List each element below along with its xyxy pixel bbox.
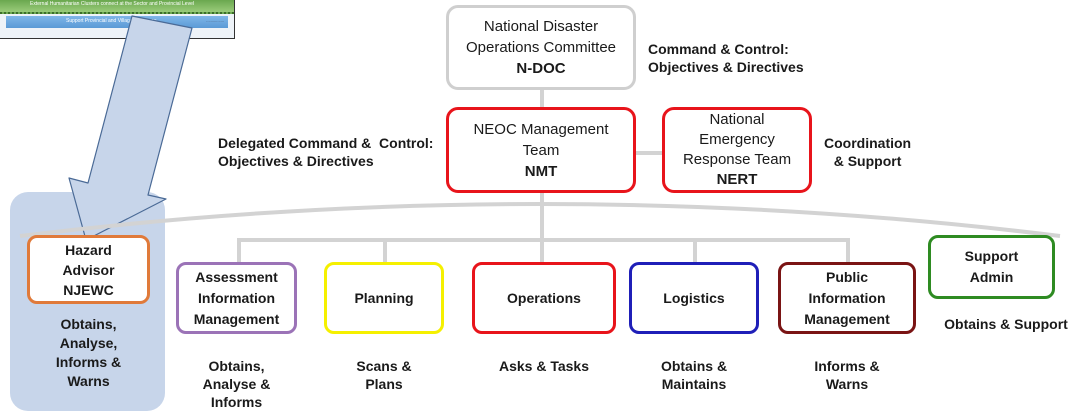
connector-drop-logistics (693, 240, 697, 262)
connector-drop-public-info (846, 240, 850, 262)
box-ndoc-name-1: National Disaster (483, 18, 599, 35)
connector-drop-assessment (237, 240, 241, 262)
assessment-caption: Obtains, Analyse & Informs (202, 358, 271, 410)
nert-side-label: Coordination & Support (824, 135, 912, 169)
box-nmt-name-1: NEOC Management (473, 120, 609, 138)
box-logistics: Logistics (629, 262, 759, 334)
support-admin-caption: Obtains & Support (944, 316, 1068, 332)
box-nmt-name-2: Team (522, 141, 560, 159)
box-hazard-advisor: Hazard Advisor NJEWC (27, 235, 150, 304)
logistics-caption: Obtains & Maintains (660, 358, 728, 392)
box-assessment: Assessment Information Management (176, 262, 297, 334)
box-planning: Planning (324, 262, 444, 334)
thumbnail-image: External Humanitarian Clusters connect a… (0, 0, 235, 39)
connector-top-to-nmt (540, 89, 544, 107)
box-operations: Operations (472, 262, 616, 334)
box-public-information: Public Information Management (778, 262, 916, 334)
box-nert-name-3: Response Team (682, 151, 792, 168)
box-nmt: NEOC Management Team NMT (446, 107, 636, 193)
operations-caption: Asks & Tasks (498, 358, 589, 374)
box-nert-name-2: Emergency (699, 131, 775, 148)
box-nert: National Emergency Response Team NERT (662, 107, 812, 193)
connector-arc-path (19, 202, 1061, 238)
box-ndoc-name-2: Operations Committee (465, 39, 617, 56)
connector-drop-planning (383, 240, 387, 262)
box-ndoc-code: N-DOC (516, 60, 566, 77)
connector-nmt-to-nert (636, 151, 662, 155)
connector-drop-operations (540, 240, 544, 262)
connector-nmt-down (540, 192, 544, 240)
box-nert-name-1: National (709, 111, 765, 128)
hazard-caption: Obtains, Analyse, Informs & Warns (55, 316, 122, 389)
public-information-caption: Informs & Warns (814, 358, 880, 392)
ndoc-side-label: Command & Control: Objectives & Directiv… (648, 41, 804, 75)
box-nert-code: NERT (716, 171, 758, 188)
thumbnail-row-clusters: External Humanitarian Clusters connect a… (0, 0, 234, 14)
nmt-side-label: Delegated Command & Control: Objectives … (218, 135, 434, 169)
box-ndoc: National Disaster Operations Committee N… (446, 5, 636, 90)
box-nmt-code: NMT (524, 162, 558, 180)
box-support-admin: Support Admin (928, 235, 1055, 299)
planning-caption: Scans & Plans (356, 358, 412, 392)
